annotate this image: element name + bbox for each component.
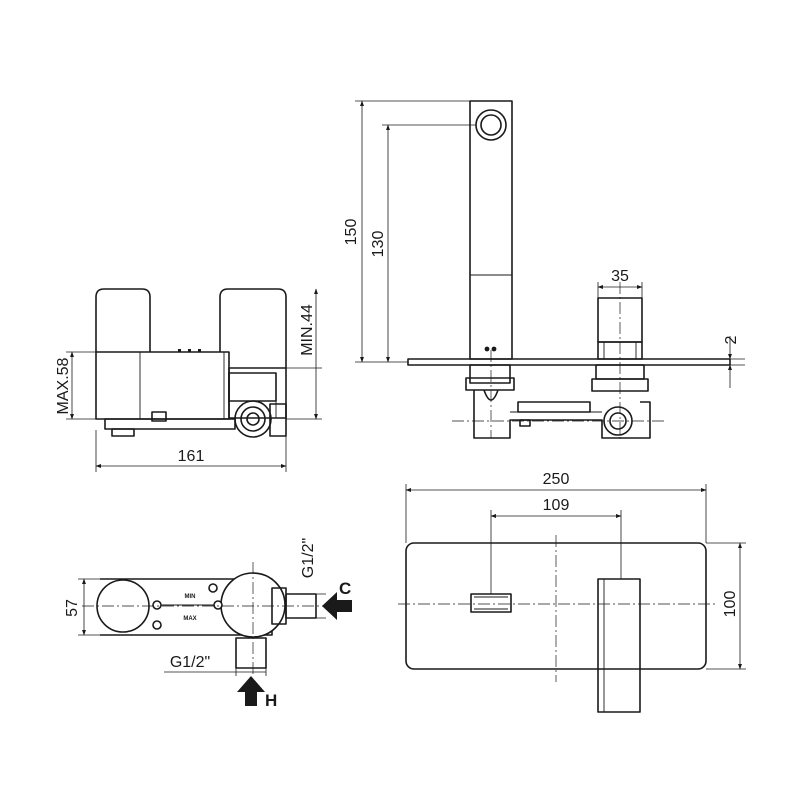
dim-min44-label: MIN.44 bbox=[299, 304, 316, 356]
engrave-max: MAX bbox=[183, 616, 196, 622]
left-cartridge bbox=[95, 288, 151, 352]
dim-161-label: 161 bbox=[178, 448, 205, 465]
inlet-c-arrow-icon bbox=[322, 592, 352, 620]
dim-35-label: 35 bbox=[611, 268, 629, 285]
plate-handle bbox=[597, 578, 641, 713]
engrave-min: MIN bbox=[185, 594, 196, 600]
label-c: C bbox=[339, 579, 351, 598]
plan-view: MIN MAX 57 G1/2" G1/2" C H bbox=[64, 538, 352, 710]
dim-109-label: 109 bbox=[543, 497, 570, 514]
dim-57-label: 57 bbox=[64, 599, 81, 617]
plate-view: 250 109 100 bbox=[398, 471, 746, 713]
dim-130-label: 130 bbox=[370, 231, 387, 258]
thread-bottom-label: G1/2" bbox=[170, 654, 210, 671]
dim-100-label: 100 bbox=[722, 591, 739, 618]
label-h: H bbox=[265, 691, 277, 710]
concealed-body bbox=[473, 390, 651, 439]
dim-max58-label: MAX.58 bbox=[55, 357, 72, 414]
wall-plate bbox=[407, 358, 731, 366]
front-view: MAX.58 MIN.44 161 bbox=[55, 288, 322, 472]
dim-150-label: 150 bbox=[343, 219, 360, 246]
right-cartridge bbox=[219, 288, 287, 368]
dim-250-label: 250 bbox=[543, 471, 570, 488]
outlet-h bbox=[235, 637, 267, 669]
base-plate bbox=[104, 418, 236, 430]
side-view: 150 130 35 2 bbox=[343, 100, 745, 440]
dim-2-label: 2 bbox=[723, 335, 740, 344]
thread-top-label: G1/2" bbox=[300, 538, 317, 578]
inlet-h-arrow-icon bbox=[237, 676, 265, 706]
valve-body bbox=[95, 351, 230, 420]
outlet-pipe bbox=[234, 400, 272, 438]
